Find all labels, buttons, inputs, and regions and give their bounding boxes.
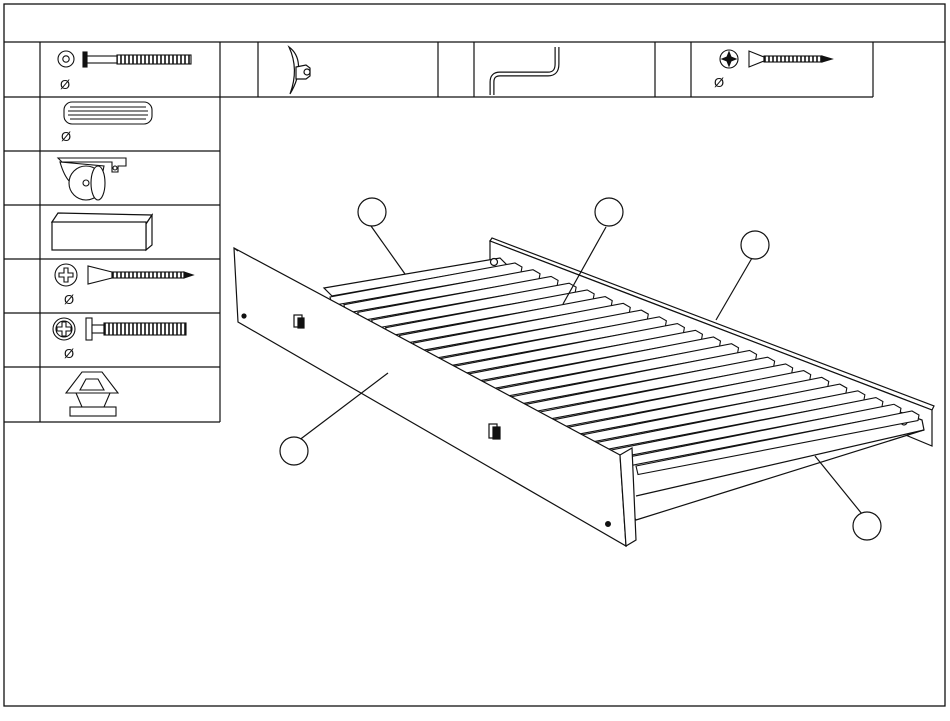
wood-screw-diameter-symbol: Ø	[714, 75, 724, 90]
callout-slats	[595, 198, 623, 226]
machine-bolt-icon	[53, 318, 186, 340]
bolt-diameter-symbol: Ø	[60, 77, 70, 92]
callout-back-panel	[741, 231, 769, 259]
drawer-knob-icon	[66, 372, 118, 416]
cam-lock-icon	[289, 47, 310, 94]
callout-top-slat-rail	[358, 198, 386, 226]
callout-end-rail	[853, 512, 881, 540]
bolt-with-cam-washer-icon	[58, 51, 191, 67]
machine-bolt-diameter-symbol: Ø	[64, 346, 74, 361]
countersunk-screw-icon	[55, 264, 193, 286]
wood-screw-icon	[720, 50, 832, 68]
caster-wheel-icon	[58, 158, 126, 200]
wood-block-icon	[52, 213, 152, 250]
wooden-dowel-icon	[64, 102, 152, 124]
dowel-diameter-symbol: Ø	[61, 129, 71, 144]
callout-front-panel	[280, 437, 308, 465]
allen-key-icon	[492, 47, 557, 95]
trundle-drawer-assembly	[234, 238, 934, 546]
countersunk-screw-diameter-symbol: Ø	[64, 292, 74, 307]
